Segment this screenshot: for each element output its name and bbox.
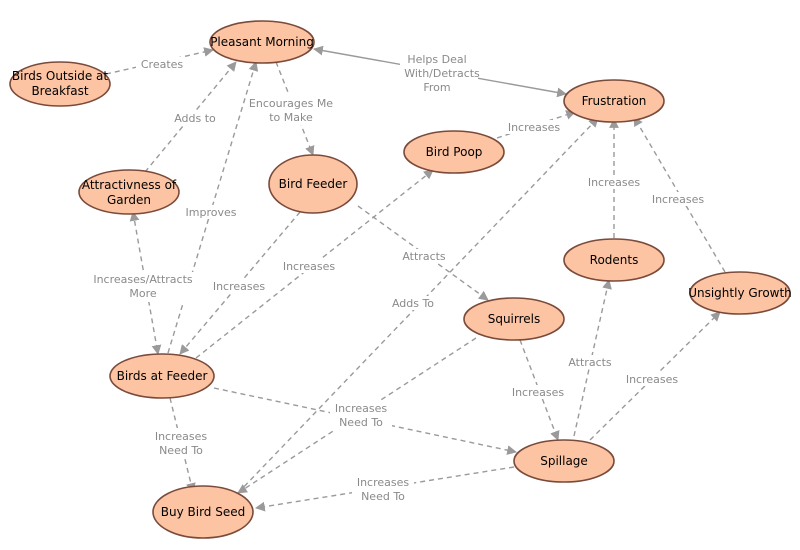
svg-text:Increases: Increases xyxy=(335,402,388,415)
edge-label-encourages: Encourages Me to Make xyxy=(246,95,336,125)
svg-text:Birds Outside at: Birds Outside at xyxy=(12,69,108,83)
edge-pleasant-morning-to-bird-feeder xyxy=(275,61,315,156)
edge-label-increases-need-to-1: Increases Need To xyxy=(150,428,212,458)
svg-text:Creates: Creates xyxy=(141,58,184,71)
svg-text:Pleasant Morning: Pleasant Morning xyxy=(210,35,314,49)
svg-text:Helps Deal: Helps Deal xyxy=(407,53,466,66)
edge-label-increases-feeder-birds: Increases xyxy=(209,279,269,293)
svg-text:Bird Feeder: Bird Feeder xyxy=(279,177,348,191)
svg-text:Adds to: Adds to xyxy=(174,112,216,125)
node-birds-at-feeder[interactable]: Birds at Feeder xyxy=(109,353,215,399)
edge-label-attracts-squirrels: Attracts xyxy=(396,249,452,263)
svg-text:Increases: Increases xyxy=(213,280,266,293)
node-frustration[interactable]: Frustration xyxy=(563,79,665,123)
svg-text:Attracts: Attracts xyxy=(402,250,446,263)
edge-label-improves: Improves xyxy=(182,205,240,219)
svg-text:Increases/Attracts: Increases/Attracts xyxy=(93,273,193,286)
svg-text:Need To: Need To xyxy=(159,444,203,457)
edge-label-increases-need-to-2: Increases Need To xyxy=(330,400,392,430)
svg-text:Breakfast: Breakfast xyxy=(31,84,88,98)
svg-text:Rodents: Rodents xyxy=(590,253,639,267)
edge-label-increases-poop-frustration: Increases xyxy=(504,120,564,134)
node-rodents[interactable]: Rodents xyxy=(563,238,665,282)
svg-text:Increases: Increases xyxy=(283,260,336,273)
svg-text:Attracts: Attracts xyxy=(568,356,612,369)
svg-text:Need To: Need To xyxy=(361,490,405,503)
edge-label-increases-spillage-growth: Increases xyxy=(622,372,682,386)
svg-text:Increases: Increases xyxy=(626,373,679,386)
edge-label-increases-rodents-frustration: Increases xyxy=(584,175,644,189)
svg-text:Increases: Increases xyxy=(512,386,565,399)
svg-text:Frustration: Frustration xyxy=(582,94,647,108)
svg-text:Bird Poop: Bird Poop xyxy=(426,145,483,159)
edge-label-creates: Creates xyxy=(136,57,188,71)
edge-label-attracts-rodents: Attracts xyxy=(562,355,618,369)
node-squirrels[interactable]: Squirrels xyxy=(463,297,565,341)
svg-text:More: More xyxy=(129,287,157,300)
node-birds-outside-at-breakfast[interactable]: Birds Outside at Breakfast xyxy=(9,61,111,107)
svg-text:Spillage: Spillage xyxy=(540,454,588,468)
svg-text:Increases: Increases xyxy=(357,476,410,489)
svg-text:Birds at Feeder: Birds at Feeder xyxy=(117,369,208,383)
edge-label-increases-growth-frustration: Increases xyxy=(648,192,708,206)
svg-text:Need To: Need To xyxy=(339,416,383,429)
edge-squirrels-to-buy-bird-seed xyxy=(237,337,477,494)
edge-attractiveness-to-pleasant-morning xyxy=(144,61,237,173)
svg-text:Improves: Improves xyxy=(186,206,237,219)
svg-text:Squirrels: Squirrels xyxy=(488,312,541,326)
node-buy-bird-seed[interactable]: Buy Bird Seed xyxy=(152,485,254,539)
node-bird-feeder[interactable]: Bird Feeder xyxy=(268,154,358,214)
edge-unsightly-growth-to-frustration xyxy=(633,116,726,273)
edge-label-increases-squirrels-spillage: Increases xyxy=(508,385,568,399)
edge-label-adds-to: Adds to xyxy=(171,111,219,125)
edge-label-increases-birds-poop: Increases xyxy=(279,259,339,273)
svg-text:With/Detracts: With/Detracts xyxy=(404,67,480,80)
svg-text:From: From xyxy=(423,81,450,94)
edge-birds-at-feeder-to-bird-poop xyxy=(195,169,434,359)
svg-text:Buy Bird Seed: Buy Bird Seed xyxy=(161,505,245,519)
edge-buy-bird-seed-to-frustration xyxy=(237,117,599,494)
node-attractiveness-of-garden[interactable]: Attractivness of Garden xyxy=(78,169,180,215)
node-spillage[interactable]: Spillage xyxy=(513,439,615,483)
node-pleasant-morning[interactable]: Pleasant Morning xyxy=(209,20,315,64)
svg-text:Increases: Increases xyxy=(155,430,208,443)
svg-text:to Make: to Make xyxy=(269,111,313,124)
node-bird-poop[interactable]: Bird Poop xyxy=(403,130,505,174)
svg-text:Adds To: Adds To xyxy=(392,297,434,310)
node-unsightly-growth[interactable]: Unsightly Growth xyxy=(688,271,792,315)
svg-text:Encourages Me: Encourages Me xyxy=(249,97,333,110)
svg-text:Increases: Increases xyxy=(652,193,705,206)
svg-text:Increases: Increases xyxy=(588,176,641,189)
edge-label-increases-attracts: Increases/Attracts More xyxy=(86,272,198,302)
svg-text:Attractivness of: Attractivness of xyxy=(82,178,177,192)
edge-label-adds-to-frustration: Adds To xyxy=(388,296,438,310)
svg-text:Garden: Garden xyxy=(107,193,151,207)
edge-label-increases-need-to-3: Increases Need To xyxy=(352,474,414,504)
svg-text:Increases: Increases xyxy=(508,121,561,134)
edge-birds-at-feeder-to-pleasant-morning xyxy=(167,61,259,354)
svg-text:Unsightly Growth: Unsightly Growth xyxy=(688,286,792,300)
edge-label-helps-deal: Helps Deal With/Detracts From xyxy=(400,52,480,94)
